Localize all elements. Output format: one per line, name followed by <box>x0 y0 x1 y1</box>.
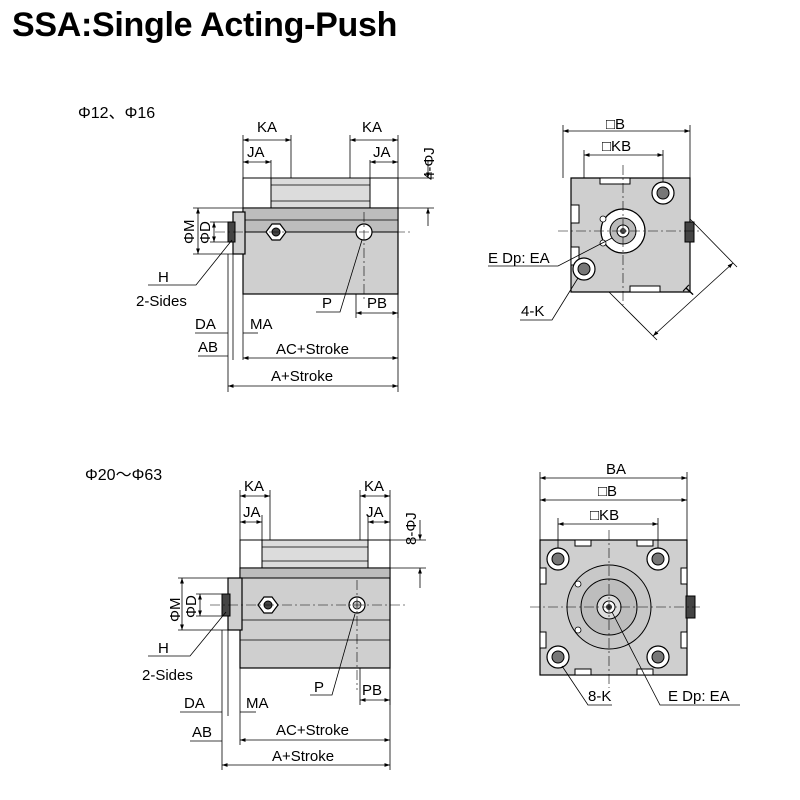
top-b-label: □B <box>606 116 625 133</box>
top-side-view <box>215 177 410 300</box>
page-title: SSA:Single Acting-Push <box>12 6 398 44</box>
top-k-label: 4-K <box>521 303 544 320</box>
bottom-e-dp-label: E Dp: EA <box>668 688 730 705</box>
bottom-cylinder-body <box>239 567 391 669</box>
bottom-holes-label: 8-ΦJ <box>403 512 420 545</box>
bottom-side-view <box>210 539 405 690</box>
top-da-label: DA <box>195 316 216 333</box>
top-e-dp-label: E Dp: EA <box>488 250 550 267</box>
bottom-phi-m-label: ΦM <box>167 598 184 622</box>
top-ka-left-label: KA <box>257 119 277 136</box>
top-ja-left-label: JA <box>247 144 265 161</box>
bottom-k-label: 8-K <box>588 688 611 705</box>
bottom-ma-label: MA <box>246 695 269 712</box>
top-kb-label: □KB <box>602 138 631 155</box>
top-hole-right <box>369 177 399 209</box>
top-h-label: H <box>158 269 169 286</box>
top-hole-left <box>242 177 272 209</box>
bottom-end-view: BA □B □KB 8-K E Dp: EA <box>530 461 740 706</box>
bottom-ka-right-label: KA <box>364 478 384 495</box>
bottom-ba-label: BA <box>606 461 626 478</box>
bottom-pb-label: PB <box>362 682 382 699</box>
bottom-p-label: P <box>314 679 324 696</box>
top-ma-label: MA <box>250 316 273 333</box>
top-ac-stroke-label: AC+Stroke <box>276 341 349 358</box>
bottom-ja-left-label: JA <box>243 504 261 521</box>
bottom-ka-left-label: KA <box>244 478 264 495</box>
top-holes-label: 4-ΦJ <box>421 147 438 180</box>
top-end-port <box>684 221 695 243</box>
top-ja-right-label: JA <box>373 144 391 161</box>
bottom-cylinder-flange <box>239 539 391 569</box>
bottom-ac-stroke-label: AC+Stroke <box>276 722 349 739</box>
bottom-phi-d-label: ΦD <box>183 595 200 618</box>
top-size-label: Φ12、Φ16 <box>78 105 155 122</box>
bottom-end-hole-tl <box>551 552 565 566</box>
top-phi-m-label: ΦM <box>181 220 198 244</box>
bottom-two-sides-label: 2-Sides <box>142 667 193 684</box>
top-pb-label: PB <box>367 295 387 312</box>
bottom-ja-right-label: JA <box>366 504 384 521</box>
top-end-view: □B □KB E Dp: EA 4-K T <box>488 116 738 341</box>
bottom-end-hole-tr <box>651 552 665 566</box>
bottom-end-hole-bl <box>551 650 565 664</box>
bottom-size-label: Φ20～Φ63 <box>85 467 162 484</box>
bottom-ab-label: AB <box>192 724 212 741</box>
top-two-sides-label: 2-Sides <box>136 293 187 310</box>
bottom-b-label: □B <box>598 483 617 500</box>
top-p-label: P <box>322 295 332 312</box>
bottom-da-label: DA <box>184 695 205 712</box>
bottom-a-stroke-label: A+Stroke <box>272 748 334 765</box>
top-phi-d-label: ΦD <box>197 221 214 244</box>
bottom-h-label: H <box>158 640 169 657</box>
top-ka-right-label: KA <box>362 119 382 136</box>
bottom-end-hole-br <box>651 650 665 664</box>
top-a-stroke-label: A+Stroke <box>271 368 333 385</box>
bottom-kb-label: □KB <box>590 507 619 524</box>
top-side-dimensions: KA JA KA JA 4-ΦJ ΦM ΦD H 2-Sides P <box>136 119 438 392</box>
top-ab-label: AB <box>198 339 218 356</box>
bottom-side-dimensions: KA JA KA JA 8-ΦJ ΦM ΦD H 2-Sides P <box>142 478 426 770</box>
